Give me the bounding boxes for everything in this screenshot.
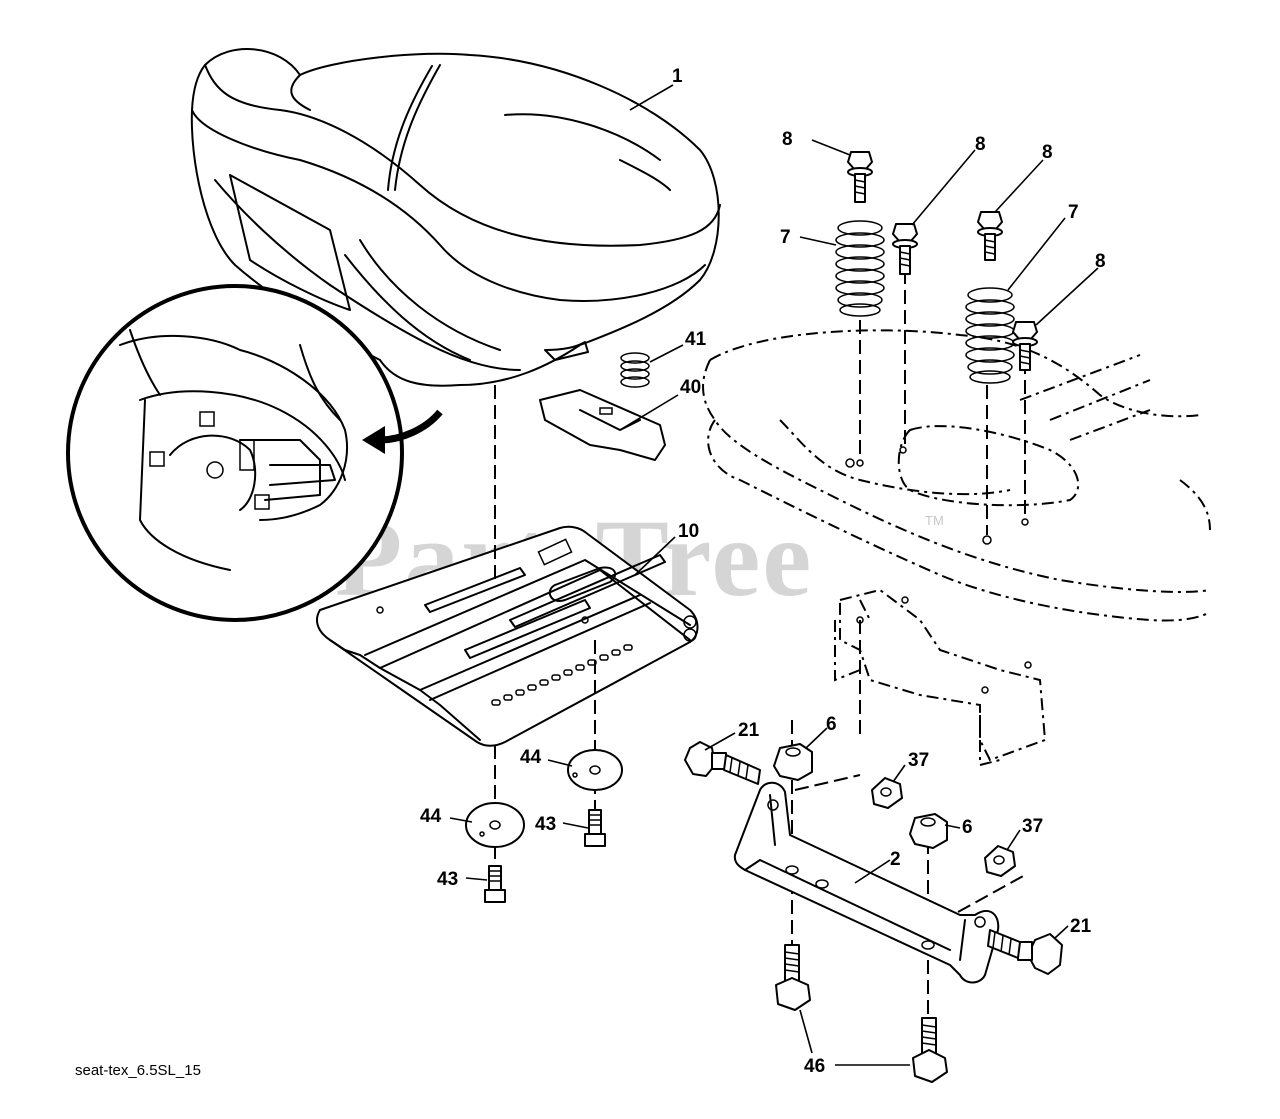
label-part-1[interactable]: 1 — [672, 66, 683, 87]
label-part-8[interactable]: 8 — [1042, 142, 1053, 163]
seat[interactable] — [190, 48, 721, 387]
tractor-frame — [702, 329, 1211, 767]
bolt-8-a[interactable] — [847, 151, 873, 203]
label-part-8[interactable]: 8 — [1095, 251, 1106, 272]
label-part-44[interactable]: 44 — [520, 747, 542, 768]
bolt-8-b[interactable] — [892, 223, 918, 275]
screw-43-a[interactable] — [584, 809, 606, 847]
nut-37-b[interactable] — [984, 845, 1016, 877]
nut-6-b[interactable] — [909, 813, 948, 849]
spring-41[interactable] — [620, 352, 650, 388]
bolt-46-b[interactable] — [912, 1017, 948, 1083]
label-part-8[interactable]: 8 — [782, 129, 793, 150]
guide-line — [794, 774, 861, 791]
nut-6-a[interactable] — [773, 743, 813, 781]
label-part-46[interactable]: 46 — [804, 1056, 825, 1077]
label-part-6[interactable]: 6 — [826, 714, 837, 735]
screw-43-b[interactable] — [484, 865, 506, 903]
watermark-tm: TM — [925, 513, 944, 528]
label-part-10[interactable]: 10 — [678, 521, 699, 542]
label-part-7[interactable]: 7 — [1068, 202, 1079, 223]
detail-inset — [66, 284, 404, 622]
guide-line — [957, 874, 1026, 913]
label-part-21[interactable]: 21 — [1070, 916, 1092, 937]
label-part-37[interactable]: 37 — [908, 750, 929, 771]
label-part-44[interactable]: 44 — [420, 806, 442, 827]
label-part-7[interactable]: 7 — [780, 227, 791, 248]
part-labels: 1 8 8 8 8 7 7 41 40 10 44 44 43 43 21 6 … — [420, 66, 1106, 1077]
bracket-2[interactable] — [733, 781, 1000, 984]
bolt-46-a[interactable] — [775, 944, 811, 1011]
leader-lines — [449, 84, 1099, 1066]
label-part-8[interactable]: 8 — [975, 134, 986, 155]
bolt-21-a[interactable] — [684, 741, 761, 785]
bolt-8-d[interactable] — [1012, 321, 1038, 371]
washer-44-b[interactable] — [465, 802, 525, 848]
clip-40[interactable] — [539, 389, 666, 461]
label-part-43[interactable]: 43 — [535, 814, 556, 835]
label-part-43[interactable]: 43 — [437, 869, 458, 890]
label-part-6[interactable]: 6 — [962, 817, 973, 838]
label-part-37[interactable]: 37 — [1022, 816, 1043, 837]
spring-7-a[interactable] — [835, 220, 885, 317]
bolt-8-c[interactable] — [977, 211, 1003, 261]
spring-7-b[interactable] — [965, 287, 1015, 384]
nut-37-a[interactable] — [871, 777, 903, 809]
label-part-41[interactable]: 41 — [685, 329, 707, 350]
washer-44-a[interactable] — [567, 749, 623, 791]
label-part-40[interactable]: 40 — [680, 377, 701, 398]
label-part-21[interactable]: 21 — [738, 720, 760, 741]
seat-pan[interactable] — [316, 525, 699, 747]
label-part-2[interactable]: 2 — [890, 849, 901, 870]
arrow-icon — [362, 409, 443, 454]
diagram-caption: seat-tex_6.5SL_15 — [75, 1062, 201, 1079]
bolt-21-b[interactable] — [987, 929, 1063, 975]
